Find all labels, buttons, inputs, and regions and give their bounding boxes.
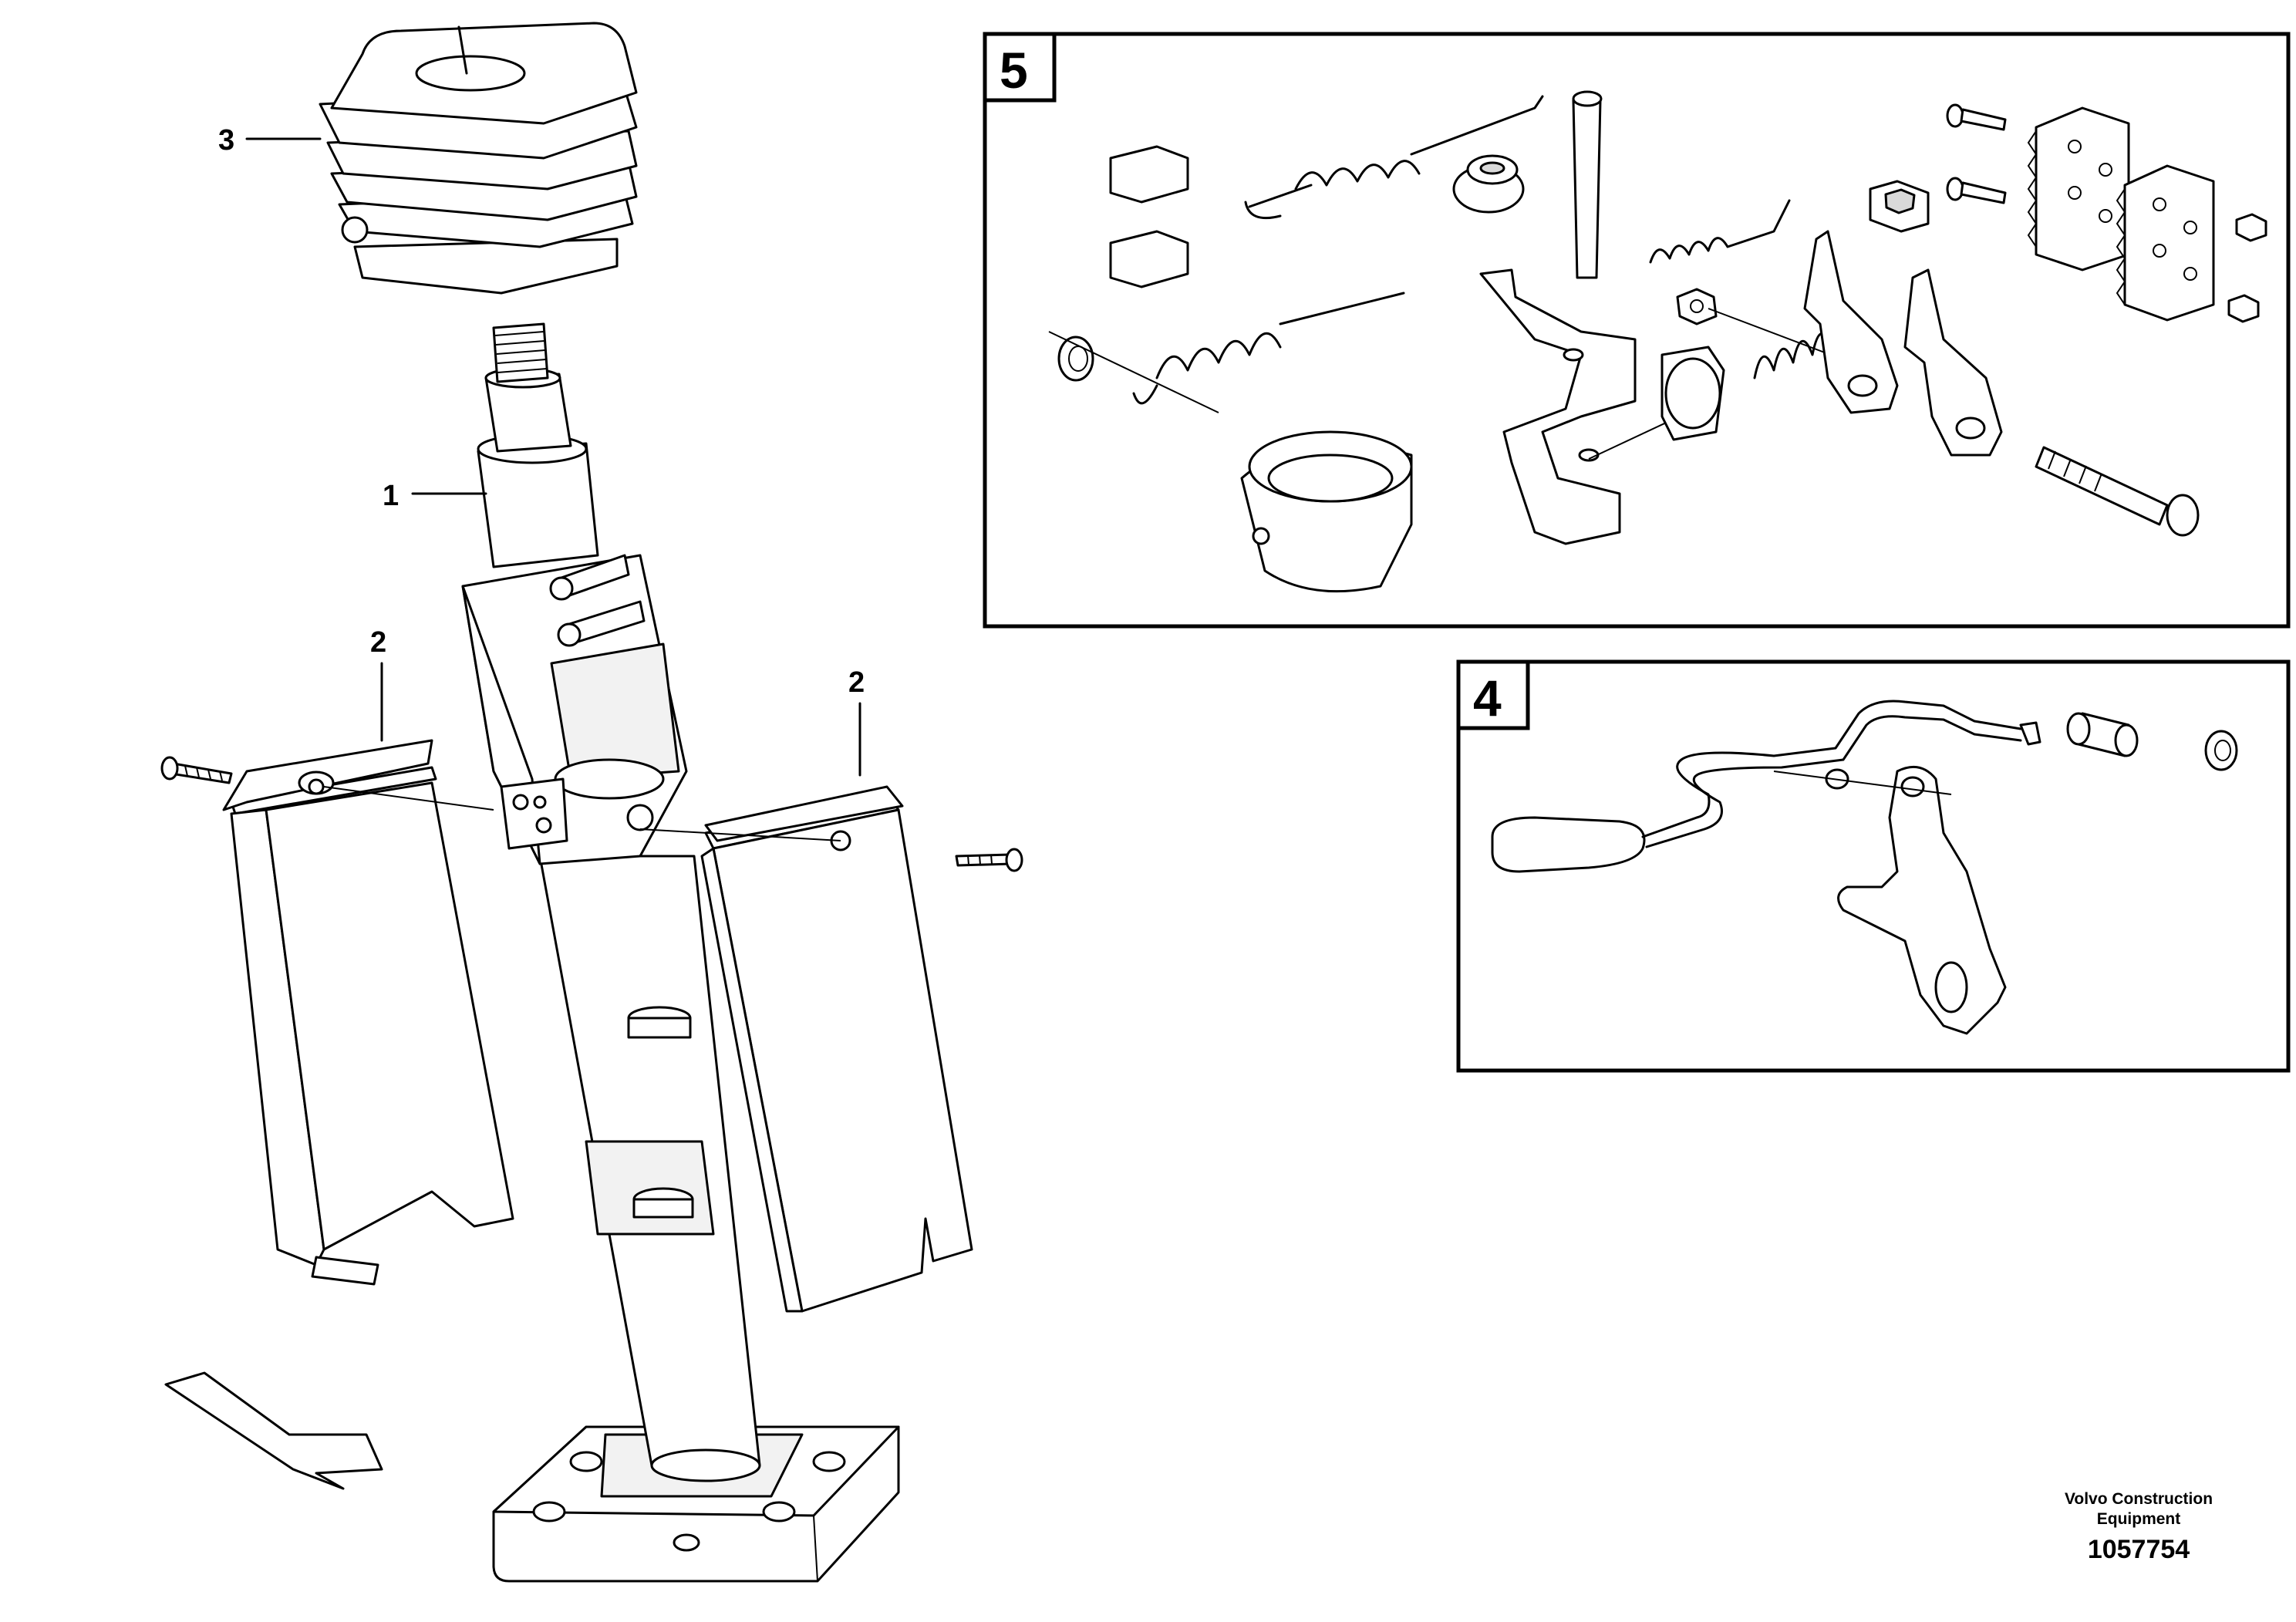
lever-handle: [1491, 700, 2041, 873]
column-lower-tube: [538, 855, 761, 1482]
tension-spring-upper: [1244, 95, 1544, 220]
lever-bushing: [2066, 712, 2139, 757]
control-knob: [319, 22, 638, 295]
right-cover-panel: [700, 785, 973, 1313]
screw-left: [160, 756, 233, 784]
steering-column-assembly: [160, 22, 1023, 1583]
detail-box-4-label: 4: [1473, 669, 1502, 727]
detent-lever-left: [1803, 230, 1899, 414]
latch-bracket: [1479, 268, 1637, 545]
callout-1: 1: [383, 480, 399, 512]
grommet: [1452, 154, 1525, 214]
callout-2-left: 2: [370, 626, 386, 659]
callout-3: 3: [218, 124, 234, 157]
ratchet-plate-rear: [2116, 164, 2215, 322]
left-cover-panel: [222, 739, 514, 1286]
travel-direction-arrow: [164, 1371, 383, 1490]
manufacturer-credit-line2: Equipment: [2097, 1510, 2181, 1528]
long-bolt: [2035, 446, 2200, 537]
nut-lower: [2227, 294, 2260, 323]
rubber-block-top: [1109, 145, 1189, 204]
rubber-block-bottom: [1109, 230, 1189, 288]
detent-lever-right: [1903, 268, 2003, 457]
column-shaft: [477, 322, 599, 568]
tension-spring-lower: [1132, 292, 1405, 405]
square-bushing: [1869, 180, 1930, 233]
detail-box-5: 5: [983, 32, 2291, 629]
assembly-line-right: [639, 828, 841, 841]
pivot-pin: [1572, 90, 1603, 279]
clip-ring: [1240, 430, 1413, 593]
small-spring: [1649, 199, 1791, 264]
nut: [1676, 288, 1718, 325]
lever-washer: [2204, 730, 2238, 771]
column-bracket: [461, 554, 688, 865]
detail-box-4: 4: [1456, 659, 2291, 1073]
assembly-line-left: [323, 786, 494, 811]
nut-upper: [2235, 213, 2267, 242]
detail-box-5-label: 5: [1000, 42, 1028, 99]
screw-right: [955, 848, 1023, 872]
bolt-lower: [1946, 177, 2007, 204]
manufacturer-credit-line1: Volvo Construction: [2065, 1490, 2213, 1508]
lever-link-bracket: [1825, 765, 2007, 1035]
bolt-upper: [1946, 103, 2007, 131]
bushing: [1660, 346, 1725, 441]
callout-2-right: 2: [848, 666, 865, 699]
illustration-number: 1057754: [2088, 1535, 2190, 1564]
ratchet-plate-front: [2027, 106, 2130, 271]
